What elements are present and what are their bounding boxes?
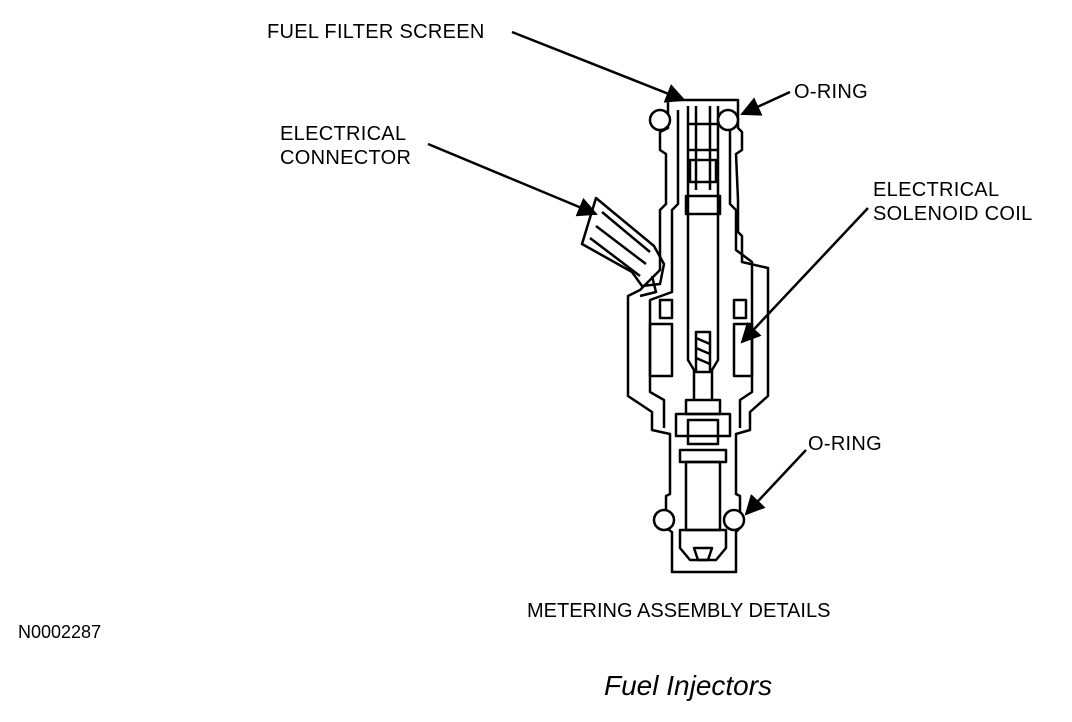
injector-body [580,98,770,574]
label-electrical-solenoid-coil: ELECTRICAL SOLENOID COIL [873,179,1033,225]
o-ring-top-left [648,108,672,132]
metering-assembly-caption: METERING ASSEMBLY DETAILS [527,600,831,622]
figure-id: N0002287 [18,622,102,642]
o-ring-top-right [716,108,740,132]
label-electrical-connector: ELECTRICAL CONNECTOR [280,123,412,169]
o-ring-bottom-right [722,508,746,532]
label-o-ring-bottom: O-RING [808,433,883,455]
label-o-ring-top: O-RING [794,81,869,103]
label-fuel-filter-screen: FUEL FILTER SCREEN [267,21,485,43]
leader-electrical-connector [427,142,598,217]
leader-solenoid-coil [740,207,869,344]
o-ring-bottom-left [652,508,676,532]
figure-title: Fuel Injectors [604,670,773,701]
leader-fuel-filter-screen [511,30,686,103]
leader-o-ring-bottom [744,449,807,516]
leader-o-ring-top [740,90,791,116]
